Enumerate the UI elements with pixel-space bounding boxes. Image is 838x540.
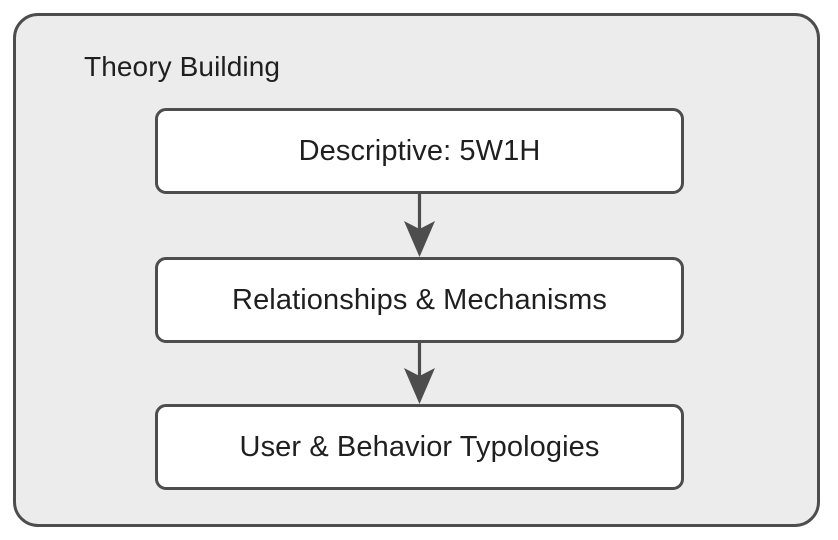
node-descriptive[interactable]: Descriptive: 5W1H [155, 108, 684, 194]
subgraph-title: Theory Building [84, 51, 281, 82]
node-typologies[interactable]: User & Behavior Typologies [155, 404, 684, 490]
node-relationships[interactable]: Relationships & Mechanisms [155, 257, 684, 343]
node-descriptive-label: Descriptive: 5W1H [298, 135, 541, 167]
node-typologies-label: User & Behavior Typologies [239, 431, 600, 463]
node-relationships-label: Relationships & Mechanisms [232, 284, 607, 316]
